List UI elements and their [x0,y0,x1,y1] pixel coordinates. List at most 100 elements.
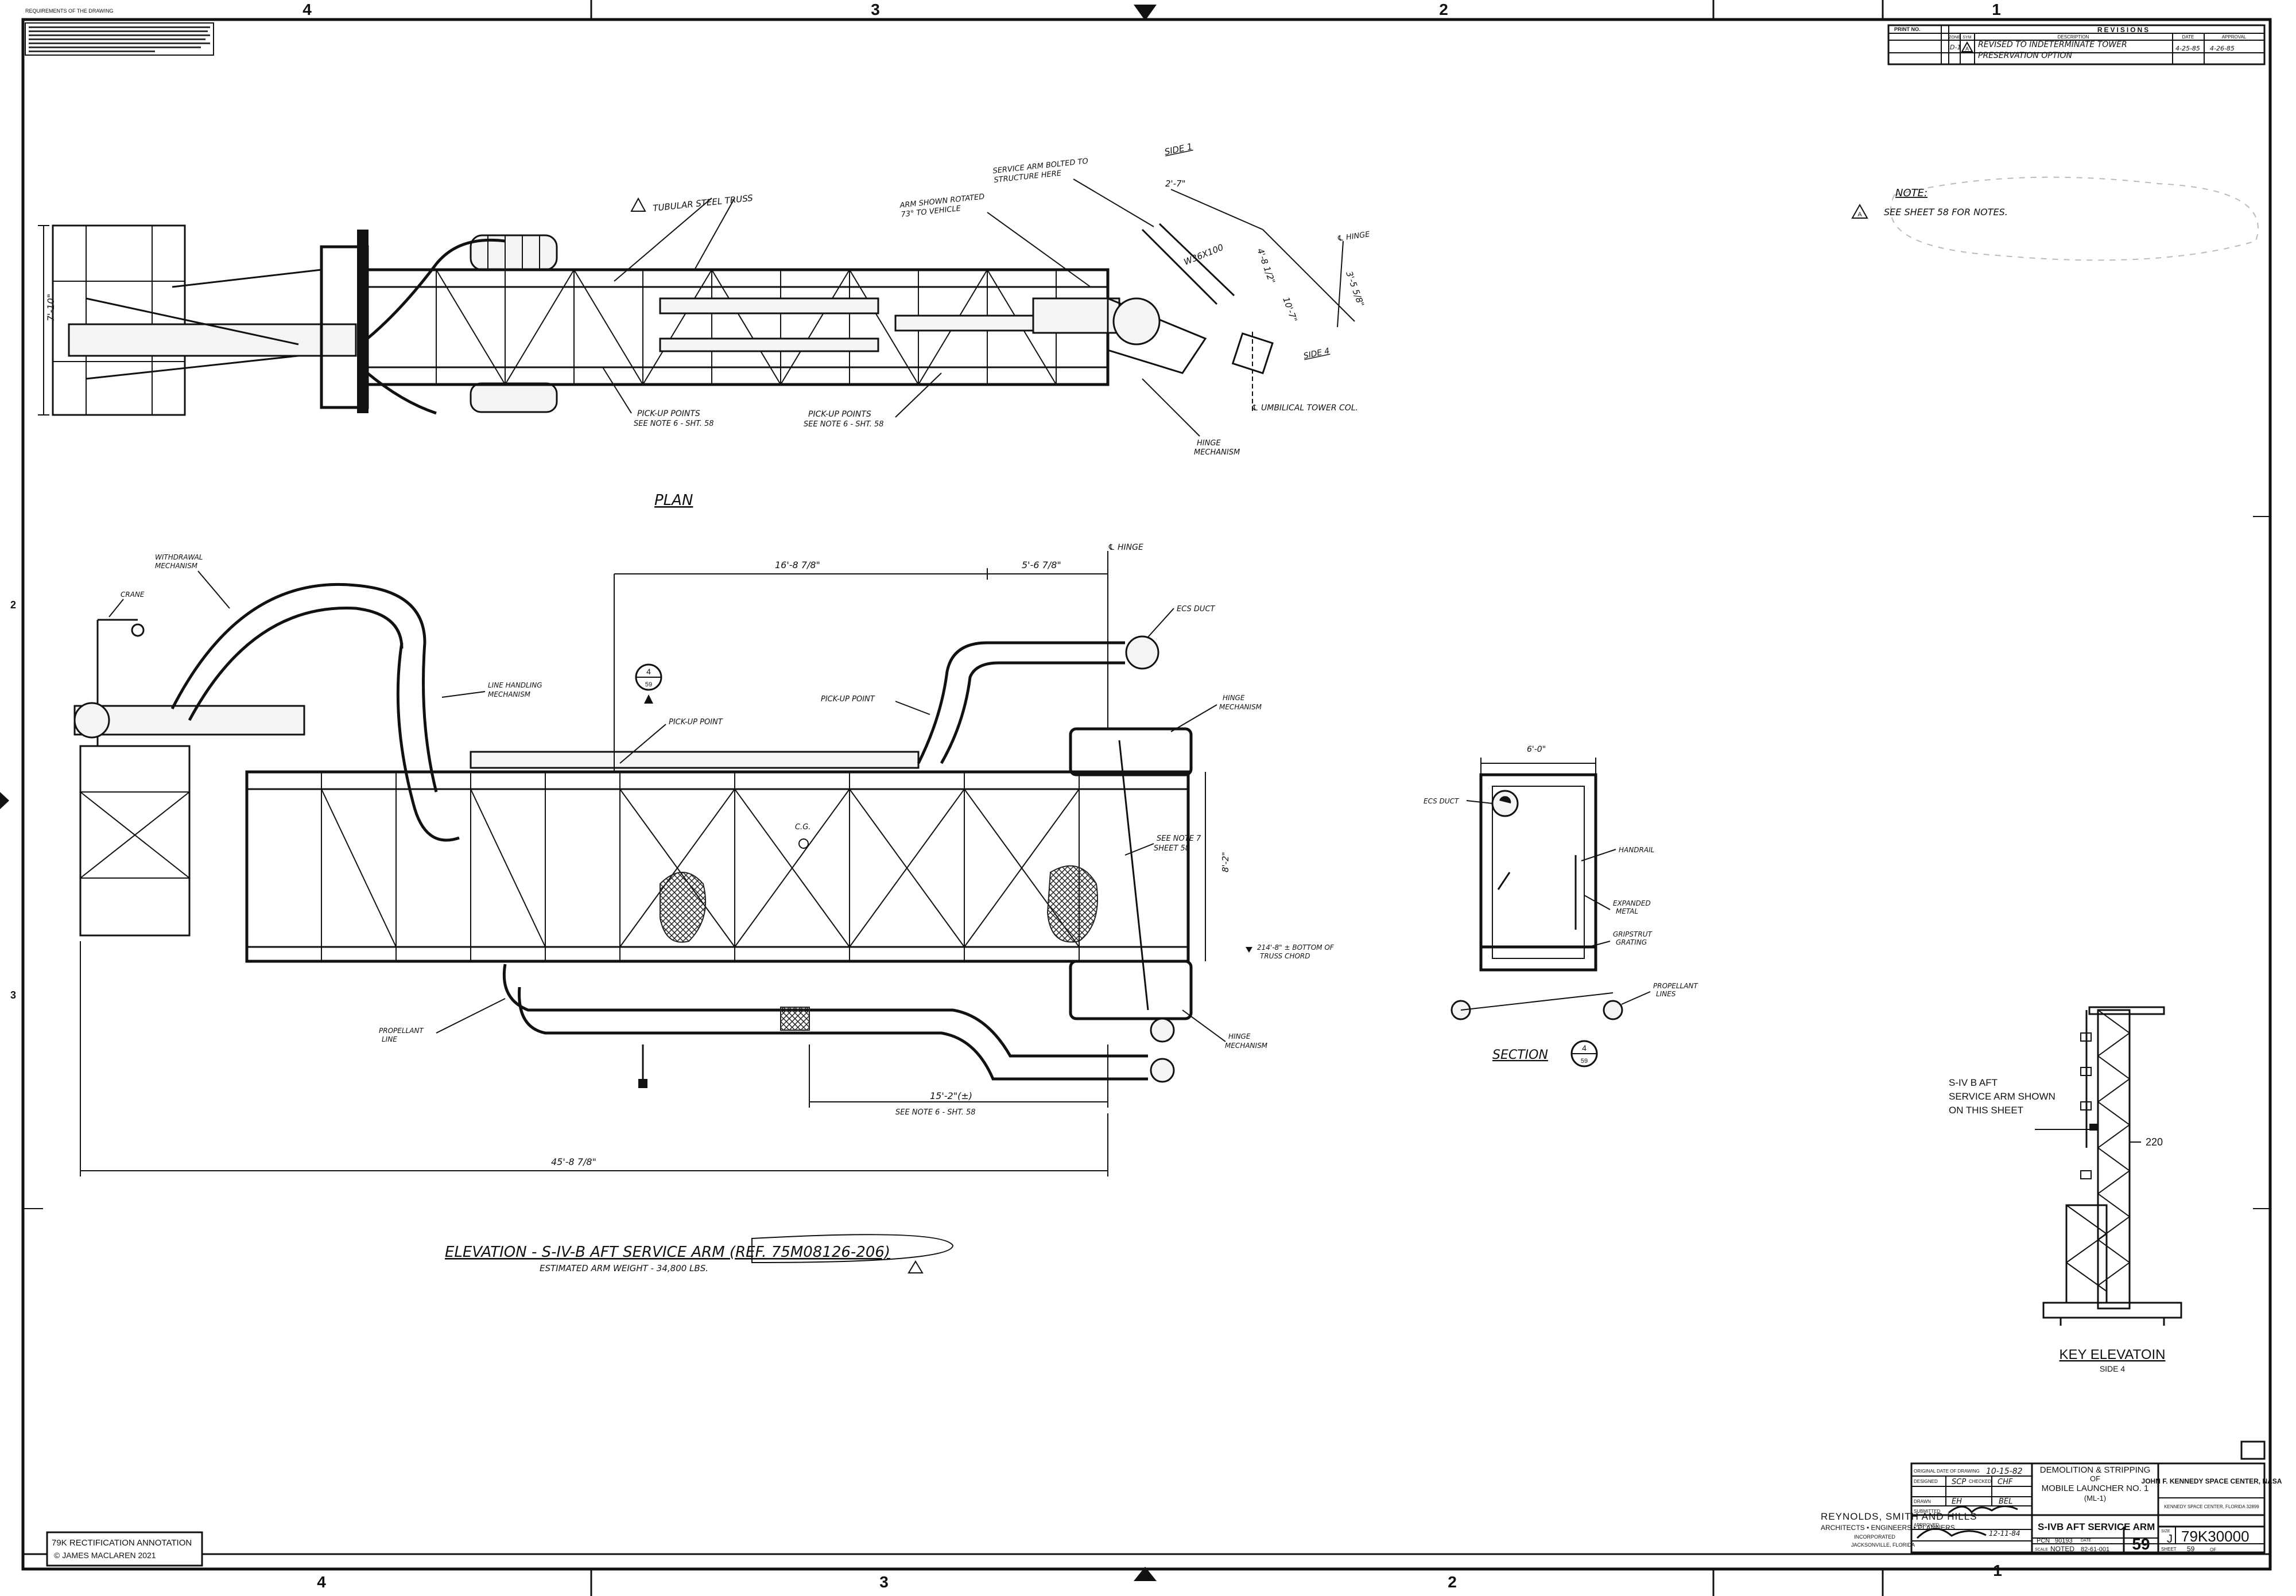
section-view: 6'-0" ECS DUCT HANDRAIL EXPANDED METAL G… [1424,745,1698,1067]
section-expanded-1: EXPANDED [1613,899,1651,907]
revisions-col-zone: ZONE [1949,36,1960,40]
key-subtitle: SIDE 4 [2100,1364,2126,1373]
plan-title: PLAN [654,492,693,509]
tb-checked: CHF [1998,1478,2013,1486]
plan-dim-b: 4'-8 1/2" [1255,247,1277,285]
section-propellant-1: PROPELLANT [1653,982,1698,990]
elevation-hinge-top: ℄ HINGE [1108,543,1143,552]
elevation-line-handling-2: MECHANISM [488,690,531,698]
elevation-hinge-mech-2: HINGE [1228,1032,1251,1040]
plan-tubular-truss: TUBULAR STEEL TRUSS [653,193,754,213]
tb-pcn: 90193 [2055,1537,2073,1544]
key-label-2: SERVICE ARM SHOWN [1949,1091,2055,1102]
plan-hinge: ℄ HINGE [1336,230,1371,243]
elevation-dim-bottom-1b: SEE NOTE 6 - SHT. 58 [895,1108,976,1117]
section-ref: 59 [1581,1058,1588,1065]
tb-scale: NOTED [2050,1545,2074,1553]
key-level: 220 [2146,1136,2163,1148]
zone-top-4: 4 [302,1,312,18]
revision-date: 4-25-85 [2175,45,2200,52]
note-symbol-triangle [1851,203,1868,219]
plan-dim-c: 10'-7" [1281,296,1299,324]
tb-size: J [2167,1533,2173,1545]
key-label-3: ON THIS SHEET [1949,1105,2023,1116]
title-block: ORIGINAL DATE OF DRAWING 10-15-82 DESIGN… [1821,1440,2282,1554]
tb-sheet-title: S-IVB AFT SERVICE ARM [2038,1521,2155,1532]
key-title: KEY ELEVATOIN [2060,1347,2166,1362]
elevation-section-mark-num: 4 [646,667,651,676]
note-text: SEE SHEET 58 FOR NOTES. [1884,207,2008,218]
tb-sheet-no: 59 [2187,1545,2195,1553]
plan-pickup-2b: SEE NOTE 6 - SHT. 58 [804,420,884,429]
tb-signature-2 [1916,1528,1987,1539]
revisions-block: PRINT NO. REVISIONS ZONE SYM DESCRIPTION… [1887,24,2266,65]
note-symbol: A [1857,211,1862,218]
elevation-section-mark-ref: 59 [645,681,652,688]
tb-original-date-label: ORIGINAL DATE OF DRAWING [1914,1469,1980,1474]
tb-project-2: OF [2090,1474,2100,1483]
elevation-dim-height: 8'-2" [1220,852,1231,872]
elevation-rev-triangle [907,1260,924,1273]
elevation-crane: CRANE [121,591,145,599]
revisions-col-date: DATE [2182,34,2194,40]
tb-designed-label: DESIGNED [1914,1479,1938,1484]
revision-symbol-triangle [1961,41,1973,52]
elevation-dim-overall: 45'-8 7/8" [551,1156,596,1167]
elevation-subtitle: ESTIMATED ARM WEIGHT - 34,800 LBS. [540,1263,708,1273]
tb-firm-4: JACKSONVILLE, FLORIDA [1851,1542,1915,1548]
zone-bottom-1: 1 [1993,1562,2002,1579]
tb-agency-1: JOHN F. KENNEDY SPACE CENTER, NASA [2142,1477,2282,1485]
elevation-hinge-mech-1: HINGE [1223,694,1245,702]
zone-bottom-4: 4 [317,1573,326,1591]
fine-print-header: REQUIREMENTS OF THE DRAWING [25,8,114,14]
tb-signature-1 [1948,1505,2018,1514]
section-ecs-duct: ECS DUCT [1424,797,1460,805]
elevation-dim-bottom-1: 15'-2"(±) [930,1090,972,1101]
elevation-see-note-1: SEE NOTE 7 [1157,834,1201,843]
general-note: NOTE: A SEE SHEET 58 FOR NOTES. [1851,176,2259,261]
section-grating-1: GRIPSTRUT [1613,930,1653,938]
plan-rev-triangle [630,197,646,212]
tb-project-3: MOBILE LAUNCHER NO. 1 [2042,1484,2149,1493]
tb-drawn-label: DRAWN [1914,1499,1931,1504]
revisions-print-no-label: PRINT NO. [1894,26,1921,32]
elevation-dim-top-1: 16'-8 7/8" [775,560,820,570]
tb-of-label: OF [2210,1547,2216,1552]
tb-drawing-number: 79K30000 [2181,1528,2250,1545]
note-title: NOTE: [1895,187,1927,199]
revision-symbol: A [1965,46,1969,52]
plan-pickup-2: PICK-UP POINTS [808,410,871,419]
revision-description-2: PRESERVATION OPTION [1978,51,2072,60]
tb-date-label: DATE [2081,1539,2091,1543]
plan-side-1: SIDE 1 [1163,141,1193,157]
tb-project-1: DEMOLITION & STRIPPING [2040,1465,2151,1475]
elevation-bottom-1: 214'-8" ± BOTTOM OF [1257,943,1335,952]
tb-scale-label: SCALE [2035,1548,2048,1552]
elevation-withdrawal-1: WITHDRAWAL [155,553,203,561]
zone-left-2: 2 [10,599,16,611]
tb-firm-2: ARCHITECTS • ENGINEERS • PLANNERS [1821,1524,1955,1532]
plan-pickup-1b: SEE NOTE 6 - SHT. 58 [634,420,714,428]
tb-designed: SCP [1952,1478,1966,1486]
fine-print-block: REQUIREMENTS OF THE DRAWING [25,8,214,56]
tb-firm-1: REYNOLDS, SMITH AND HILLS [1821,1511,1977,1522]
tb-approved-label: APPROVED [1914,1523,1940,1528]
annotation-box: 79K RECTIFICATION ANNOTATION © JAMES MAC… [46,1531,203,1567]
zone-bottom-3: 3 [879,1573,889,1591]
plan-view: 7'-10" 2'-7" 4'-8 1/2" 10'-7" 3'-5 5/8" … [38,141,1371,509]
elevation-cg: C.G. [795,823,810,832]
key-label-1: S-IV B AFT [1949,1077,1998,1088]
annotation-line-2: © JAMES MACLAREN 2021 [54,1551,156,1560]
plan-side-4: SIDE 4 [1303,347,1331,361]
elevation-hinge-mech-2b: MECHANISM [1225,1042,1268,1050]
plan-hinge-mech-2: MECHANISM [1194,448,1240,457]
tb-pcn-label: PCN [2037,1537,2050,1544]
plan-umbilical: ℄ UMBILICAL TOWER COL. [1251,403,1358,413]
revisions-header: REVISIONS [2097,26,2150,34]
annotation-line-1: 79K RECTIFICATION ANNOTATION [52,1538,192,1548]
elevation-line-handling-1: LINE HANDLING [488,681,542,689]
zone-bottom-2: 2 [1448,1573,1457,1591]
revision-zone: D-1 [1950,44,1961,51]
zone-left-3: 3 [10,989,16,1001]
elevation-propellant-1: PROPELLANT [379,1027,424,1035]
